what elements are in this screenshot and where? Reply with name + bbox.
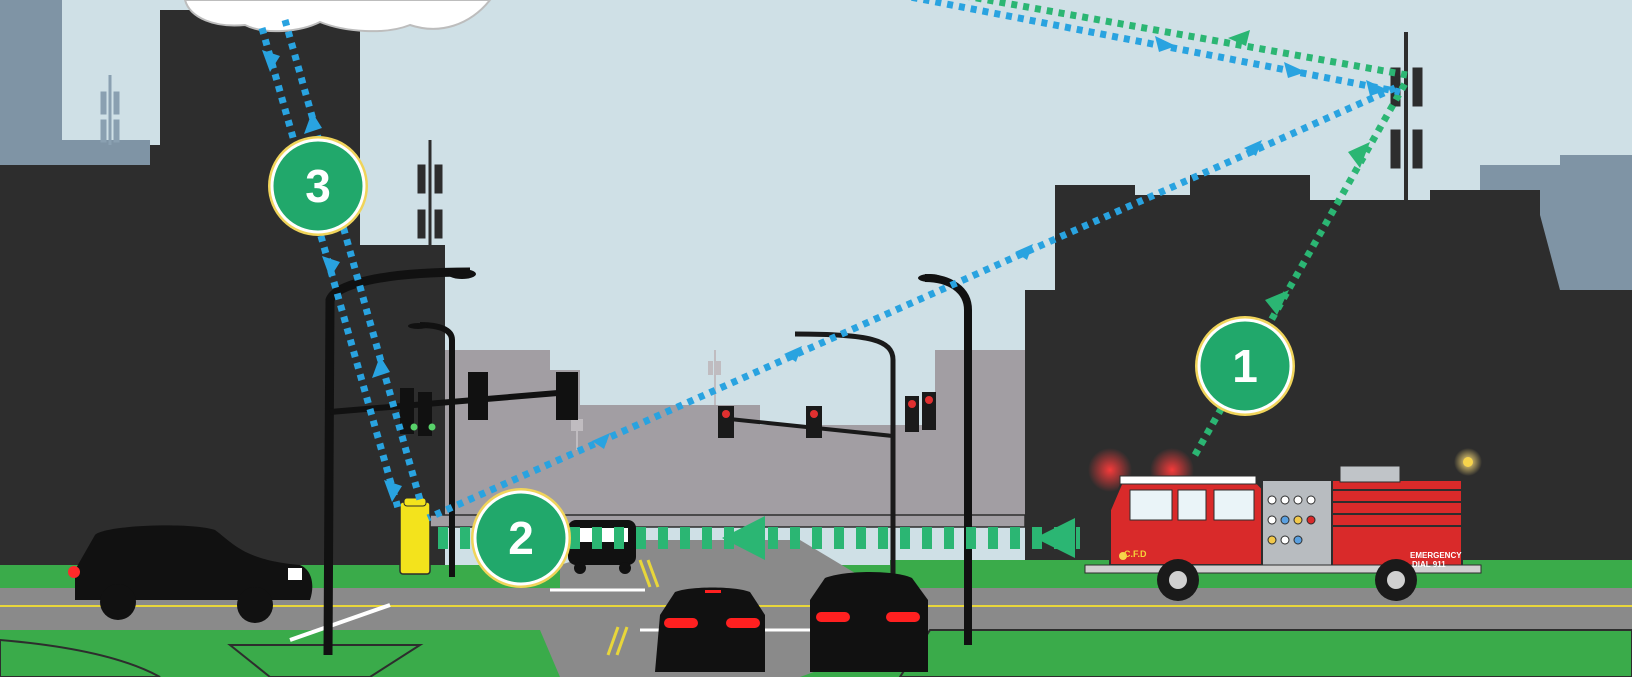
car-right [810,572,928,672]
preemption-detector [400,502,430,574]
truck-side-text-1: EMERGENCY [1410,551,1462,560]
step-3-label: 3 [305,160,331,212]
step-badge-1: 1 [1195,316,1295,416]
cloud [185,0,490,31]
car-center [655,588,765,673]
truck-door-logo: C.F.D [1124,549,1147,559]
step-1-label: 1 [1232,340,1258,392]
step-badge-2: 2 [471,488,571,588]
detector-cap [404,498,426,506]
step-2-label: 2 [508,512,534,564]
truck-side-text-2: DIAL 911 [1412,560,1446,569]
step-badge-3: 3 [268,136,368,236]
